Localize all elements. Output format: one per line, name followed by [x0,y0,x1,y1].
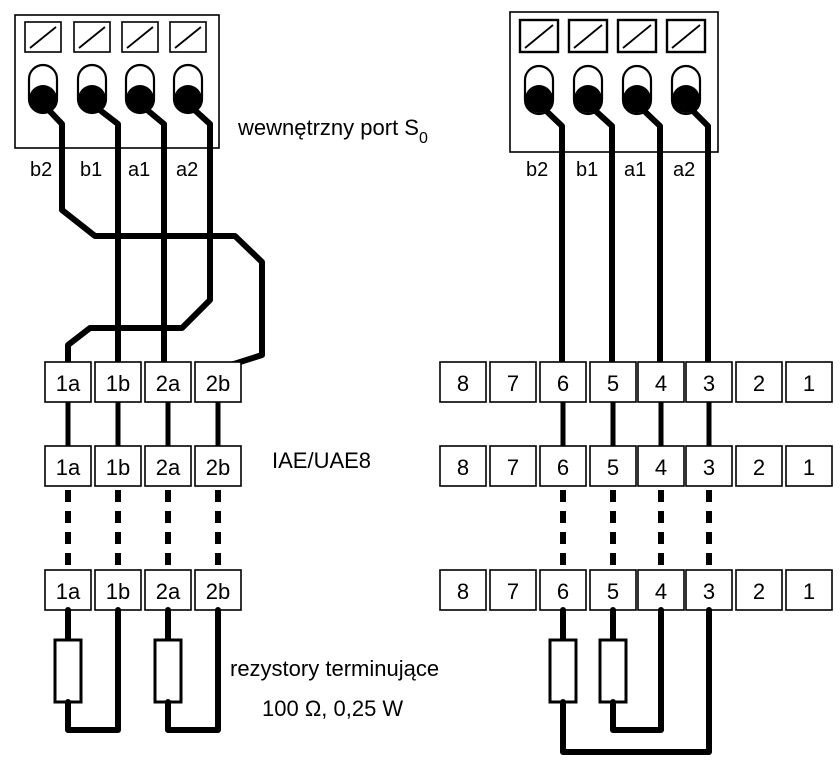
resistor [548,638,578,704]
terminal-label: 8 [457,371,469,396]
resistor [598,638,628,704]
terminal-label: 3 [703,371,715,396]
pin-label: a1 [624,159,646,181]
terminal-label: 2 [753,371,765,396]
terminal-label: 2b [206,455,230,480]
terminal-label: 4 [655,579,667,604]
terminal-label: 8 [457,579,469,604]
terminal-label: 6 [557,579,569,604]
left-pin-labels: b2 b1 a1 a2 [30,159,198,181]
resistors-value-label: 100 Ω, 0,25 W [262,696,403,721]
terminal-label: 1b [106,579,130,604]
resistor [53,638,83,704]
terminal-label: 6 [557,371,569,396]
pin-label: a2 [673,159,695,181]
right-wires [536,101,711,373]
pin-label: b2 [526,159,548,181]
right-pin-row [523,64,702,116]
terminal-label: 1a [56,371,81,396]
terminal-label: 1a [56,579,81,604]
terminal-label: 1b [106,371,130,396]
port-label-subscript: 0 [419,130,428,147]
right-dashed-wires [560,490,712,568]
terminal-label: 7 [507,455,519,480]
port-label-text: wewnętrzny port S [237,115,419,140]
terminal-label: 4 [655,371,667,396]
right-terminal-block-bottom: 8 7 6 5 4 3 2 1 [439,569,833,611]
terminal-label: 6 [557,455,569,480]
pin-label: b1 [80,159,102,181]
right-port-connector [509,11,719,153]
terminal-label: 5 [607,371,619,396]
pin-label: b2 [30,159,52,181]
terminal-label: 1a [56,455,81,480]
left-dashed-wires [65,490,221,568]
terminal-label: 2a [156,579,181,604]
right-terminal-block-middle: 8 7 6 5 4 3 2 1 [439,445,833,487]
left-terminal-block-middle: 1a 1b 2a 2b [44,445,242,487]
terminal-label: 2a [156,371,181,396]
terminal-label: 2b [206,371,230,396]
terminal-label: 4 [655,455,667,480]
terminal-label: 7 [507,371,519,396]
right-termination-resistors [548,607,712,755]
terminal-label: 1 [803,371,815,396]
terminal-label: 2 [753,579,765,604]
left-slot-row [24,21,207,53]
port-label: wewnętrzny port S0 [237,115,428,147]
left-wires [40,101,265,373]
terminal-label: 3 [703,455,715,480]
pin-label: b1 [576,159,598,181]
terminal-label: 5 [607,579,619,604]
terminal-label: 5 [607,455,619,480]
terminal-label: 1 [803,579,815,604]
terminal-label: 3 [703,579,715,604]
terminal-label: 2b [206,579,230,604]
left-terminal-block-top: 1a 1b 2a 2b [44,361,242,403]
left-port-connector [14,14,220,149]
left-terminal-block-bottom: 1a 1b 2a 2b [44,569,242,611]
right-terminal-block-top: 8 7 6 5 4 3 2 1 [439,361,833,403]
right-pin-labels: b2 b1 a1 a2 [526,159,695,181]
terminal-label: 2a [156,455,181,480]
pin-label: a2 [176,159,198,181]
terminal-label: 8 [457,455,469,480]
pin-label: a1 [128,159,150,181]
terminal-label: 2 [753,455,765,480]
resistor [153,638,183,704]
left-pin-row [27,63,204,115]
terminal-label: 1 [803,455,815,480]
terminal-label: 7 [507,579,519,604]
resistors-label: rezystory terminujące [230,656,439,681]
right-wires-mid [560,402,712,446]
terminal-label: 1b [106,455,130,480]
right-slot-row [518,18,707,54]
left-termination-resistors [53,607,221,733]
left-wires-mid [65,402,221,446]
iae-uae8-label: IAE/UAE8 [272,448,371,473]
